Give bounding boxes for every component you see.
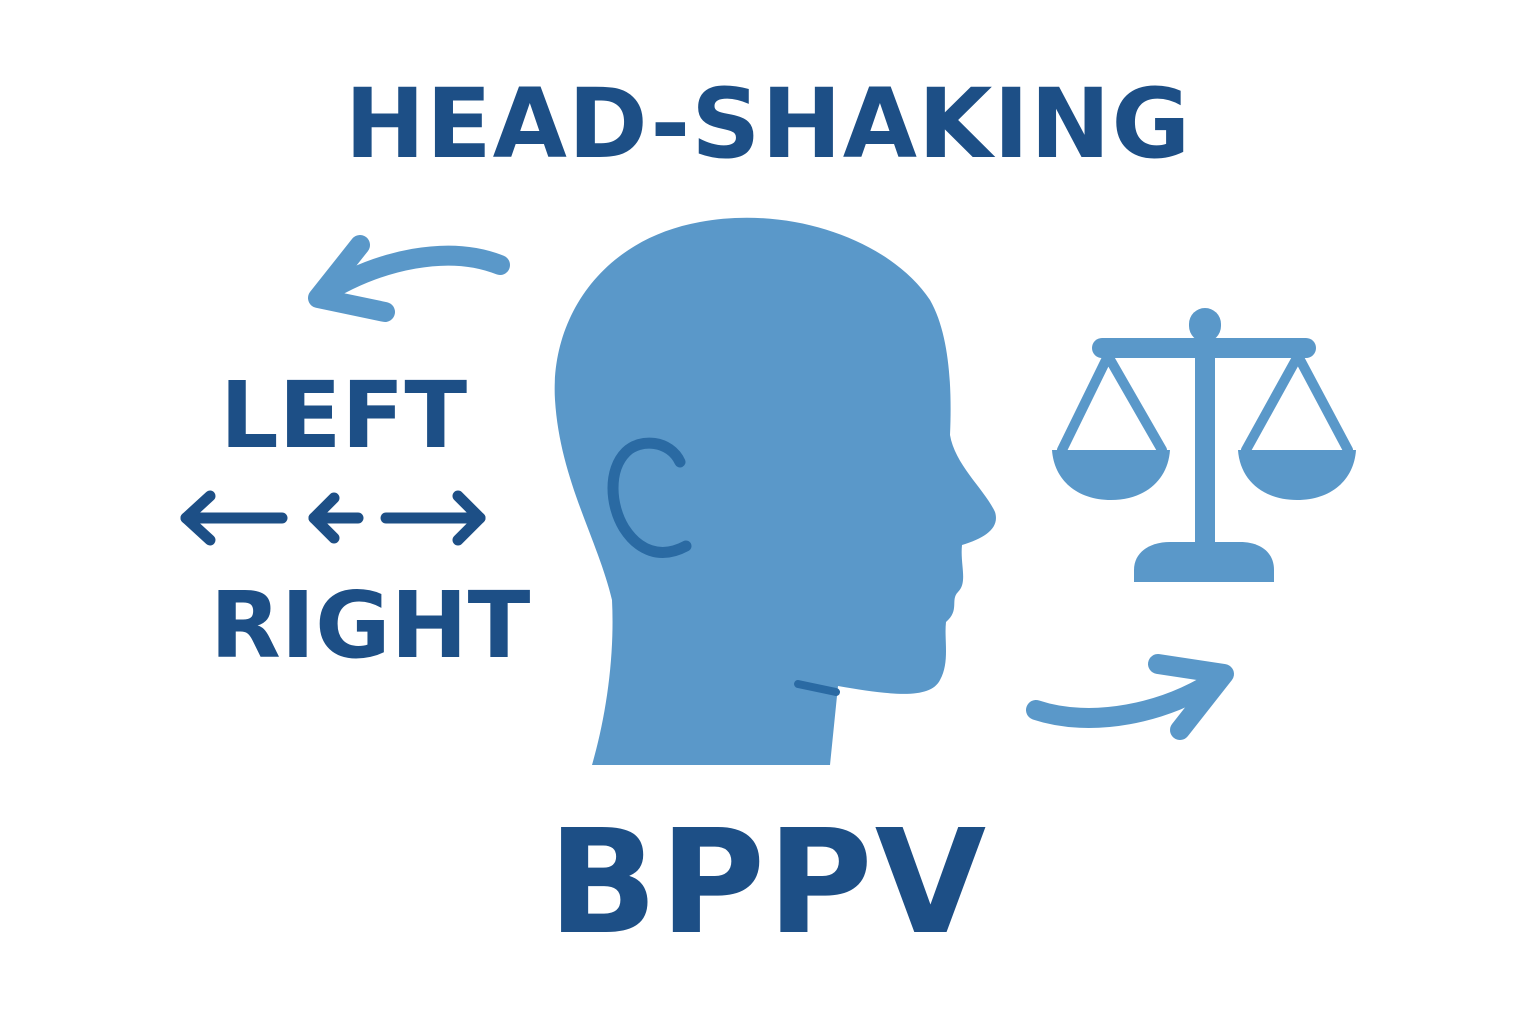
- curved-arrow-right-icon: [1026, 654, 1234, 740]
- left-label: LEFT: [220, 362, 468, 469]
- head-profile-icon: [554, 217, 996, 766]
- left-right-arrows-icon: [180, 490, 486, 546]
- diagram-title: HEAD-SHAKING: [344, 68, 1192, 180]
- bppv-label: BPPV: [547, 798, 989, 966]
- right-label: RIGHT: [210, 572, 531, 679]
- balance-scale-icon: [1052, 308, 1356, 582]
- curved-arrow-left-icon: [308, 235, 510, 322]
